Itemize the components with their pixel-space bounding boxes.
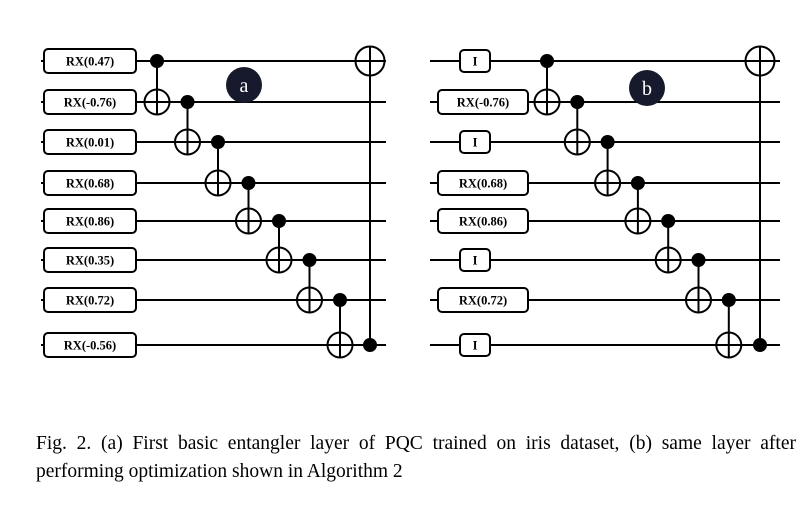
circuit-panel-a: RX(0.47) RX(-0.76) RX(0.01) RX(0.68) RX(0.86…	[41, 45, 386, 359]
gate-label: RX(0.68)	[66, 177, 114, 191]
gate-box	[43, 89, 137, 115]
gate-box	[459, 248, 491, 272]
gate-label: RX(-0.56)	[64, 339, 116, 353]
control-dot	[600, 135, 615, 149]
control-dot	[180, 95, 195, 109]
panel-label-circle	[629, 70, 665, 106]
rx-gate: RX(0.47)	[43, 48, 137, 74]
rx-gate: RX(0.01)	[43, 129, 137, 155]
panel-label-badge: b	[629, 70, 665, 106]
control-dot	[691, 253, 706, 267]
gate-box	[437, 287, 529, 313]
rx-gate: RX(-0.56)	[43, 332, 137, 358]
cnot-gate	[204, 135, 232, 197]
circuit-panel-b: I RX(-0.76) I RX(0.68) RX(0.86) I RX(0.72) Ib	[430, 45, 780, 359]
control-dot	[661, 214, 676, 228]
gate-label: RX(-0.76)	[457, 96, 509, 110]
gate-box	[437, 208, 529, 234]
gate-label: RX(0.47)	[66, 55, 114, 69]
control-dot	[721, 293, 736, 307]
cnot-gate-wrap	[744, 45, 776, 352]
control-dot	[753, 338, 767, 352]
gate-label: RX(0.86)	[66, 215, 114, 229]
gate-box	[43, 287, 137, 313]
control-dot	[241, 176, 256, 190]
cnot-gate	[594, 135, 622, 197]
cnot-gate	[174, 95, 201, 156]
gate-label: RX(0.68)	[459, 177, 507, 191]
rx-gate: RX(-0.76)	[437, 89, 529, 115]
identity-gate: I	[459, 49, 491, 73]
gate-box	[459, 49, 491, 73]
cnot-gate	[143, 54, 171, 116]
figure-caption: Fig. 2. (a) First basic entangler layer …	[36, 433, 796, 482]
cnot-gate	[235, 176, 262, 235]
identity-gate: I	[459, 333, 491, 357]
rx-gate: RX(0.86)	[43, 208, 137, 234]
rx-gate: RX(0.72)	[43, 287, 137, 313]
control-dot	[540, 54, 554, 68]
cnot-gate	[265, 214, 293, 274]
control-dot	[630, 176, 645, 190]
circuit-diagram: RX(0.47) RX(-0.76) RX(0.01) RX(0.68) RX(0.86…	[41, 45, 780, 359]
gate-label: RX(0.72)	[66, 294, 114, 308]
gate-box	[43, 129, 137, 155]
gate-label: I	[473, 254, 478, 268]
identity-gate: I	[459, 248, 491, 272]
gate-box	[459, 333, 491, 357]
control-dot	[333, 293, 347, 307]
gate-label: I	[473, 55, 478, 69]
cnot-gate	[326, 293, 354, 359]
rx-gate: RX(0.72)	[437, 287, 529, 313]
cnot-gate	[654, 214, 682, 274]
gate-label: I	[473, 339, 478, 353]
gate-box	[459, 130, 491, 154]
cnot-gate	[533, 54, 561, 116]
cnot-gate	[296, 253, 323, 314]
gate-box	[43, 170, 137, 196]
panel-label-badge: a	[226, 67, 262, 103]
gate-label: RX(0.86)	[459, 215, 507, 229]
rx-gate: RX(-0.76)	[43, 89, 137, 115]
gate-label: RX(-0.76)	[64, 96, 116, 110]
cnot-gate	[685, 253, 712, 314]
rx-gate: RX(0.68)	[437, 170, 529, 196]
control-dot	[302, 253, 317, 267]
control-dot	[363, 338, 377, 352]
gate-box	[43, 247, 137, 273]
rx-gate: RX(0.35)	[43, 247, 137, 273]
cnot-gate	[563, 95, 591, 156]
gate-box	[43, 332, 137, 358]
gate-label: RX(0.01)	[66, 136, 114, 150]
gate-box	[437, 89, 529, 115]
gate-box	[43, 48, 137, 74]
panel-label-text: a	[240, 75, 249, 97]
cnot-gate	[715, 293, 743, 359]
gate-label: RX(0.72)	[459, 294, 507, 308]
rx-gate: RX(0.86)	[437, 208, 529, 234]
cnot-gate	[624, 176, 652, 235]
panel-label-text: b	[642, 78, 652, 100]
identity-gate: I	[459, 130, 491, 154]
cnot-gate-wrap	[354, 45, 386, 352]
gate-label: RX(0.35)	[66, 254, 114, 268]
gate-label: I	[473, 136, 478, 150]
gate-box	[437, 170, 529, 196]
gate-box	[43, 208, 137, 234]
control-dot	[150, 54, 164, 68]
control-dot	[570, 95, 585, 109]
rx-gate: RX(0.68)	[43, 170, 137, 196]
panel-label-circle	[226, 67, 262, 103]
control-dot	[211, 135, 225, 149]
control-dot	[272, 214, 286, 228]
